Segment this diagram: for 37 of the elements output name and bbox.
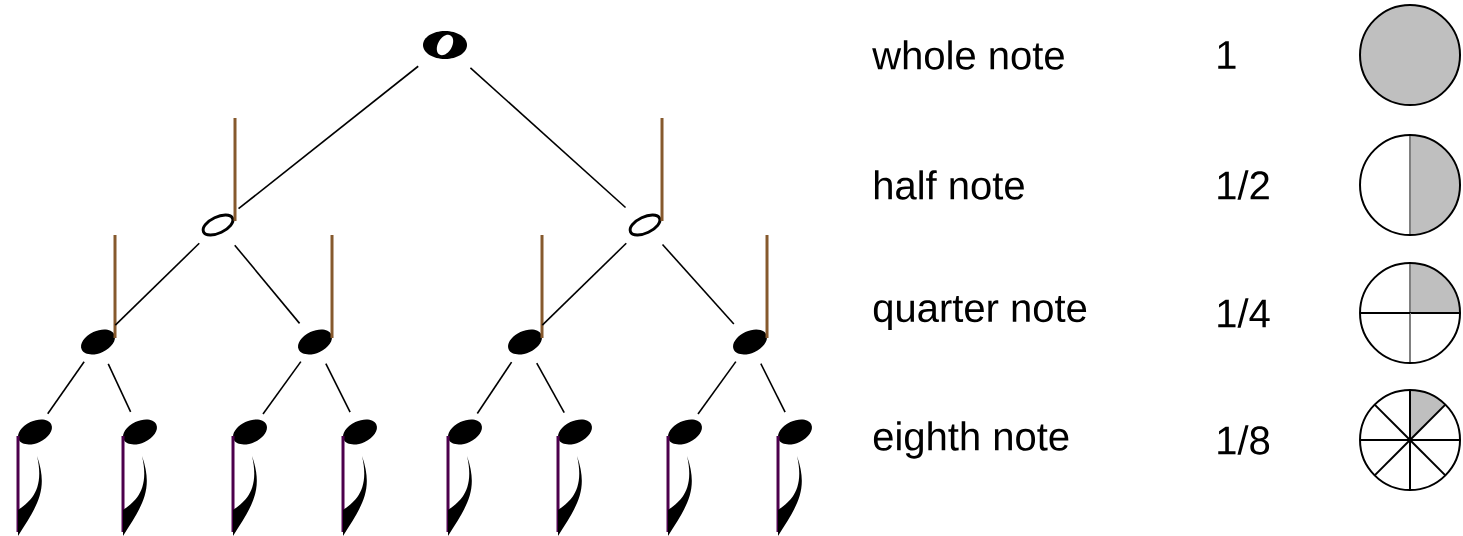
half-note-drawing — [201, 118, 237, 237]
quarter-note-drawing — [733, 235, 769, 355]
half-note-drawing — [628, 118, 664, 237]
connector-line — [661, 243, 735, 325]
eighth-note-drawing — [16, 419, 52, 536]
fraction: 1/4 — [1218, 298, 1270, 328]
note-name: half note — [875, 170, 1024, 200]
eighth-note-drawing — [341, 419, 377, 536]
connector-line — [469, 67, 627, 209]
whole-note-drawing — [423, 31, 467, 59]
connector-line — [325, 362, 351, 413]
connector-line — [107, 363, 132, 413]
quarter-note-drawing — [298, 235, 334, 355]
connector-line — [535, 362, 566, 414]
quarter-note-drawing — [81, 235, 117, 355]
connector-line — [233, 244, 301, 325]
eighth-note-drawing — [556, 419, 592, 536]
note-name: eighth note — [873, 421, 1069, 459]
connector-line — [114, 242, 201, 326]
connector-line — [541, 242, 628, 326]
eighth-note-drawing — [446, 419, 482, 536]
eighth-note-drawing — [231, 419, 267, 536]
connector-line — [760, 362, 786, 413]
fraction: 1/8 — [1218, 425, 1270, 455]
connector-line — [697, 360, 737, 415]
connector-line — [262, 360, 302, 415]
note-name: quarter note — [873, 295, 1087, 331]
connector-line — [237, 65, 419, 210]
connector-line — [46, 361, 85, 415]
eighth-note-drawing — [776, 419, 812, 536]
eighth-note-drawing — [121, 419, 157, 536]
quarter-note-drawing — [508, 235, 544, 355]
eighth-note-drawing — [666, 419, 702, 536]
connector-line — [476, 361, 513, 415]
fraction: 1 — [1218, 41, 1236, 69]
note-name: whole note — [872, 40, 1064, 70]
fraction: 1/2 — [1218, 170, 1269, 200]
